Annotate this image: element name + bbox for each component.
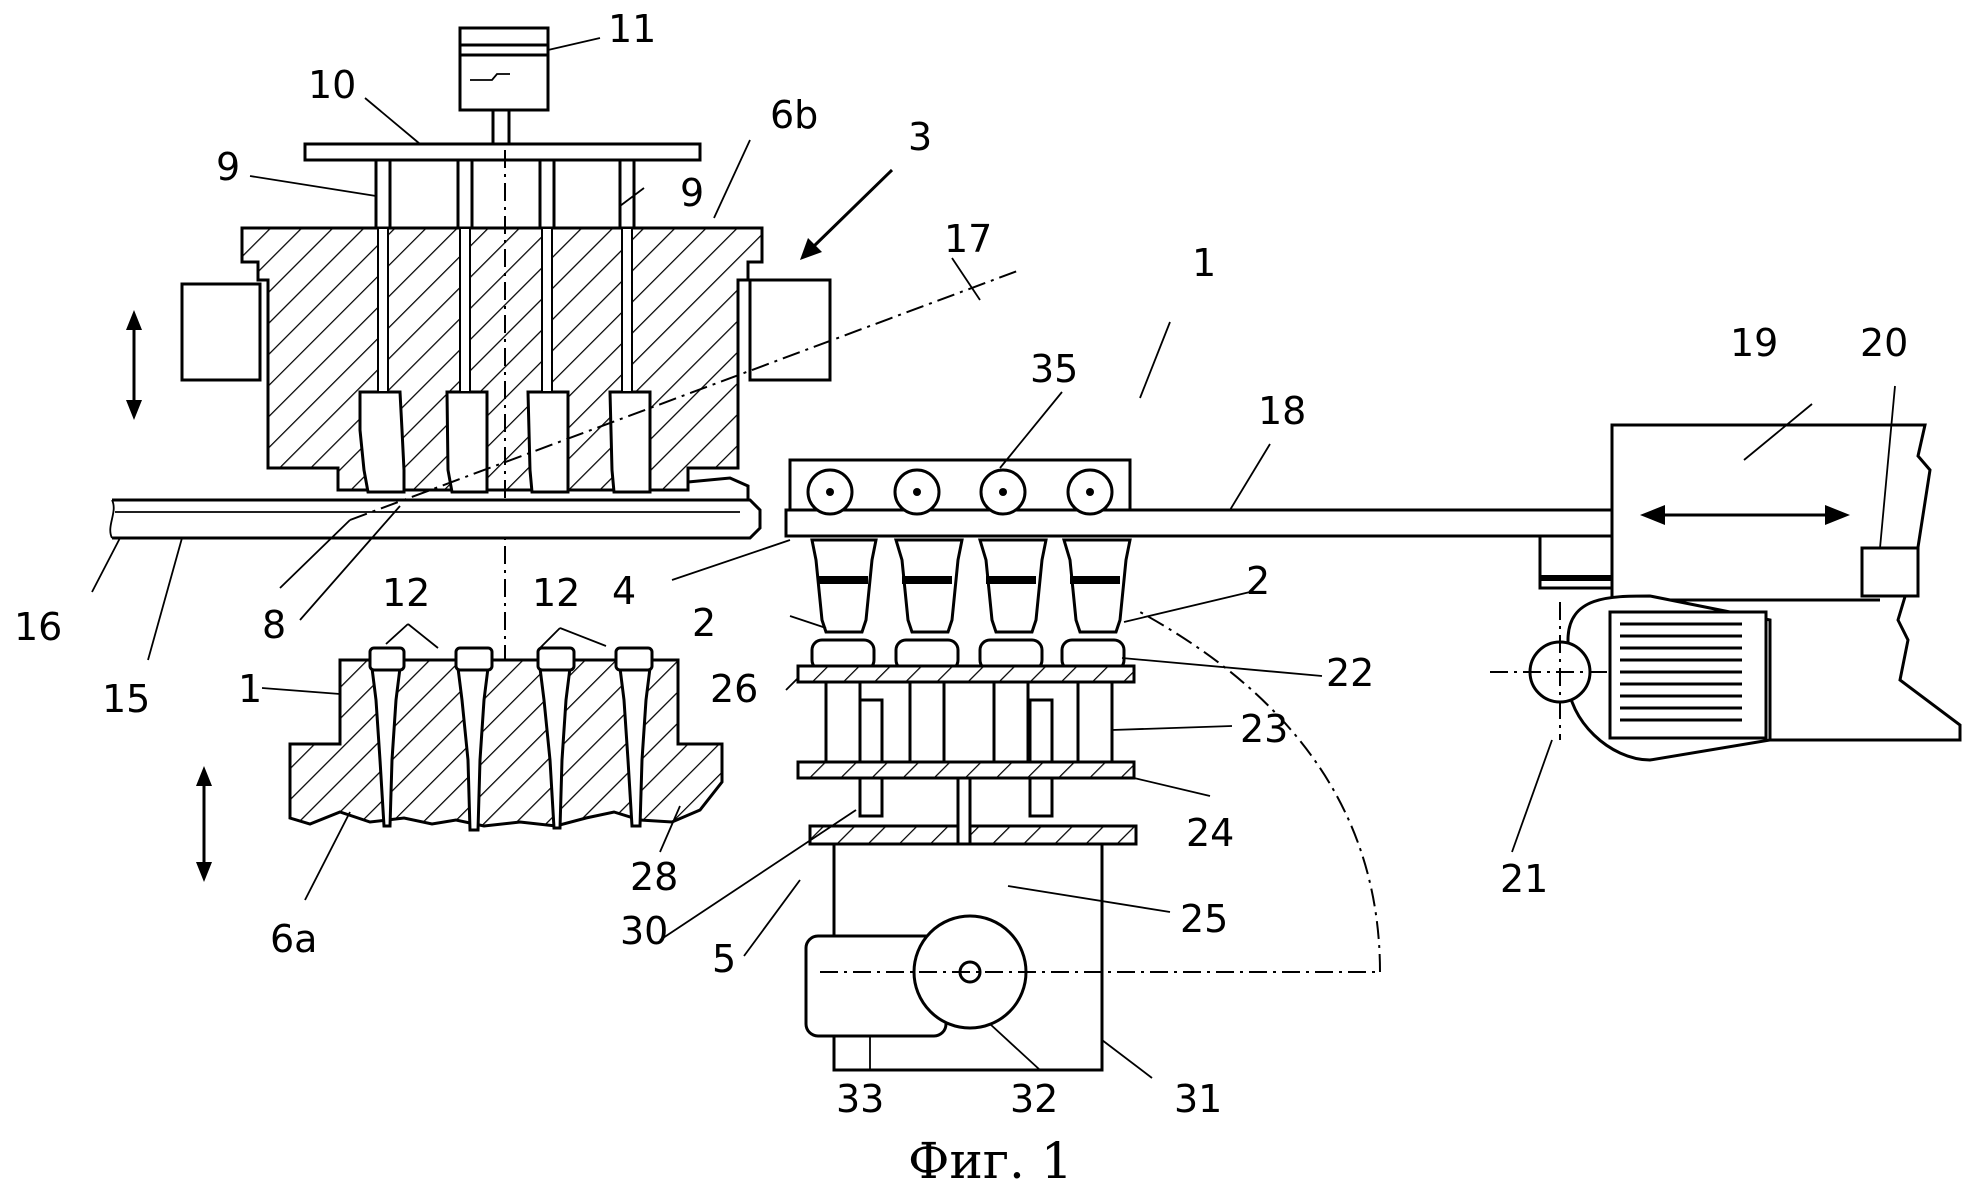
label-9-left: 9	[216, 145, 240, 189]
label-33: 33	[836, 1077, 884, 1121]
label-35: 35	[1030, 347, 1078, 391]
label-12-left: 12	[382, 571, 430, 615]
direction-arrow-3	[800, 170, 892, 260]
label-31: 31	[1174, 1077, 1222, 1121]
label-1-top: 1	[1192, 241, 1216, 285]
label-12-right: 12	[532, 571, 580, 615]
label-15: 15	[102, 677, 150, 721]
lower-mould-half-6a	[290, 648, 722, 830]
label-28: 28	[630, 855, 678, 899]
label-16: 16	[14, 605, 62, 649]
label-32: 32	[1010, 1077, 1058, 1121]
label-23: 23	[1240, 707, 1288, 751]
label-6a: 6a	[270, 917, 317, 961]
piston-cylinder-11	[460, 28, 548, 144]
label-18: 18	[1258, 389, 1306, 433]
label-2-right: 2	[1246, 559, 1270, 603]
label-11: 11	[608, 7, 656, 51]
ejector-plate-10	[305, 144, 700, 160]
label-4: 4	[612, 569, 636, 613]
cooling-station-5	[798, 612, 1380, 1070]
label-2-left: 2	[692, 601, 716, 645]
label-26: 26	[710, 667, 758, 711]
label-20: 20	[1860, 321, 1908, 365]
carriage-35	[790, 460, 1130, 514]
vertical-motion-arrow-lower	[196, 766, 212, 882]
label-21: 21	[1500, 857, 1548, 901]
vertical-motion-arrow-upper	[126, 310, 142, 420]
label-24: 24	[1186, 811, 1234, 855]
label-8: 8	[262, 603, 286, 647]
label-30: 30	[620, 909, 668, 953]
label-5: 5	[712, 937, 736, 981]
label-22: 22	[1326, 651, 1374, 695]
label-9-right: 9	[680, 171, 704, 215]
preforms-2	[812, 540, 1130, 632]
label-3: 3	[908, 115, 932, 159]
motor-21	[1490, 596, 1770, 760]
figure-caption: Фиг. 1	[908, 1132, 1073, 1190]
label-10: 10	[308, 63, 356, 107]
label-25: 25	[1180, 897, 1228, 941]
label-19: 19	[1730, 321, 1778, 365]
label-1-left: 1	[238, 667, 262, 711]
label-6b: 6b	[770, 93, 818, 137]
label-17: 17	[944, 217, 992, 261]
